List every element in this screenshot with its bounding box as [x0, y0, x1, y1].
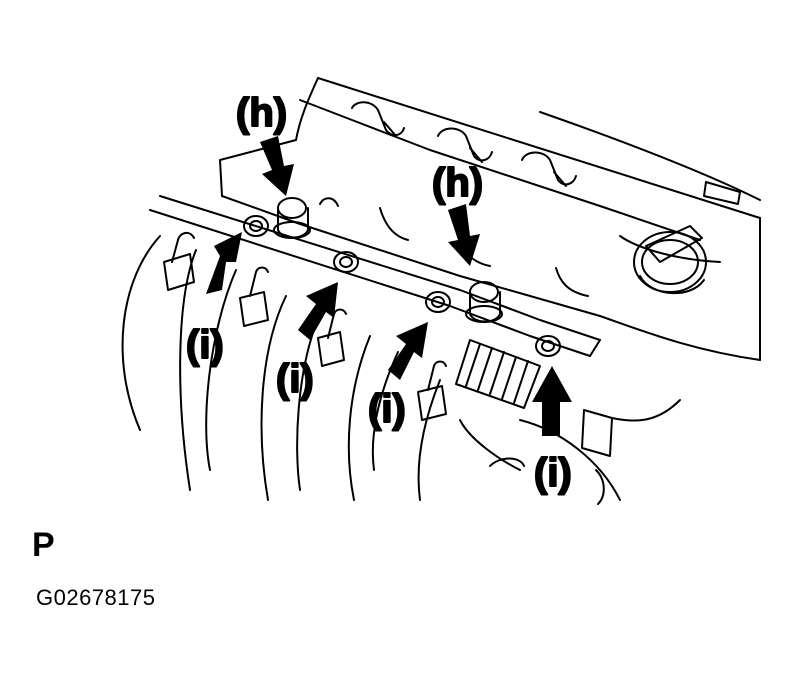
rail-bolt-h-right [465, 281, 503, 323]
fuel-hose [455, 339, 541, 409]
label-h-left: (h) [236, 91, 287, 135]
arrow-i-4 [532, 366, 572, 436]
figure-id: G02678175 [36, 585, 156, 610]
label-i-3: (i) [368, 387, 406, 431]
label-i-4: (i) [534, 451, 572, 495]
arrow-i-1 [206, 232, 242, 294]
label-h-right: (h) [432, 161, 483, 205]
injector-insulators [243, 215, 561, 357]
rail-bolt-h-left [273, 197, 311, 239]
intake-manifold [121, 235, 681, 505]
arrow-i-2 [298, 282, 338, 340]
oil-filler-cap [633, 225, 707, 294]
arrow-h-right [448, 204, 480, 266]
label-i-2: (i) [276, 357, 314, 401]
arrow-i-3 [388, 322, 428, 380]
engine-head-outline [219, 77, 761, 361]
label-i-1: (i) [186, 323, 224, 367]
view-letter: P [32, 526, 55, 564]
arrow-h-left [260, 136, 294, 196]
callout-arrows [206, 136, 572, 436]
